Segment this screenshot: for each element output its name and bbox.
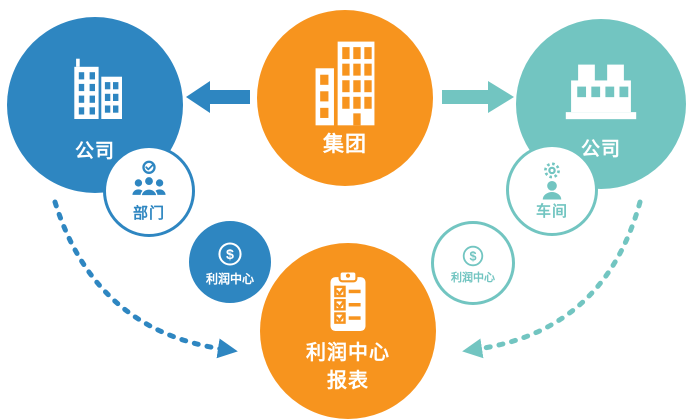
worker-gear-icon (542, 162, 562, 200)
solid-arrow-right-icon (442, 81, 514, 113)
solid-arrow-left-icon (186, 81, 250, 113)
team-check-icon (132, 160, 166, 197)
company-left-label: 公司 (74, 140, 115, 162)
dashed-arc-right-icon (462, 199, 643, 359)
group-node: 集团 (257, 10, 433, 186)
factory-icon (565, 64, 637, 119)
svg-text:$: $ (469, 249, 476, 263)
office-buildings-icon (74, 58, 122, 119)
profit-center-right-node: $ 利润中心 (431, 221, 515, 305)
dollar-icon: $ (462, 245, 484, 266)
headquarters-building-icon (315, 41, 375, 126)
svg-text:$: $ (226, 247, 234, 263)
department-node: 部门 (103, 145, 195, 237)
report-label-line2: 报表 (327, 370, 369, 392)
dashed-arc-left-icon (52, 199, 238, 359)
company-left-node: 公司 (7, 17, 183, 193)
profit-center-left-label: 利润中心 (205, 272, 254, 286)
profit-center-left-node: $ 利润中心 (186, 218, 274, 306)
report-label-line1: 利润中心 (306, 342, 390, 364)
clipboard-checklist-icon (330, 270, 366, 331)
dollar-icon: $ (218, 242, 242, 266)
workshop-label: 车间 (535, 202, 568, 220)
department-label: 部门 (132, 204, 165, 222)
company-right-label: 公司 (580, 138, 621, 160)
group-label: 集团 (323, 133, 367, 157)
profit-center-right-label: 利润中心 (451, 271, 495, 284)
report-node: 利润中心 报表 (260, 243, 436, 419)
workshop-node: 车间 (506, 144, 598, 236)
